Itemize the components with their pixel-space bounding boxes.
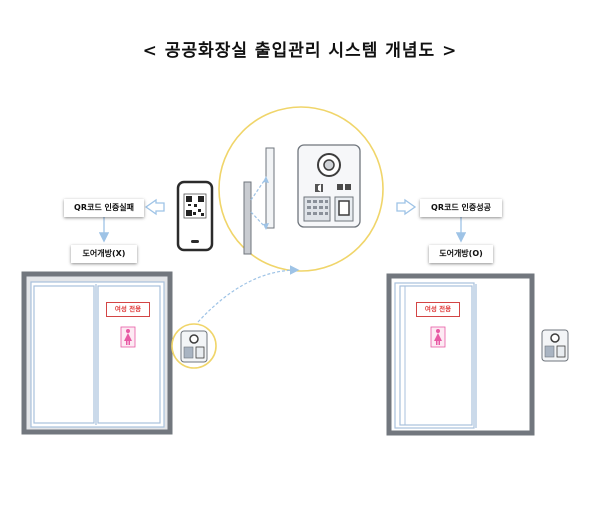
fail-hollow-arrow: [144, 198, 165, 216]
door-open-label: 도어개방(O): [429, 245, 493, 263]
diagram-title: < 공공화장실 출입관리 시스템 개념도 >: [142, 41, 458, 61]
smartphone-qr-icon: [176, 180, 214, 252]
zoom-detail-circle: [218, 106, 384, 272]
left-door-reader: [171, 323, 217, 369]
zoom-connector-arrow: [197, 265, 300, 323]
right-door-reader: [541, 329, 569, 362]
auth-success-label: QR코드 인증성공: [420, 199, 502, 217]
auth-fail-label: QR코드 인증실패: [64, 199, 144, 217]
door-closed-label: 도어개방(X): [71, 245, 137, 263]
right-door-open: [386, 273, 535, 436]
women-only-sign-right: 여성 전용: [416, 302, 460, 317]
women-only-sign-left: 여성 전용: [106, 302, 150, 317]
success-hollow-arrow: [396, 198, 417, 216]
left-door-closed: [21, 271, 173, 435]
